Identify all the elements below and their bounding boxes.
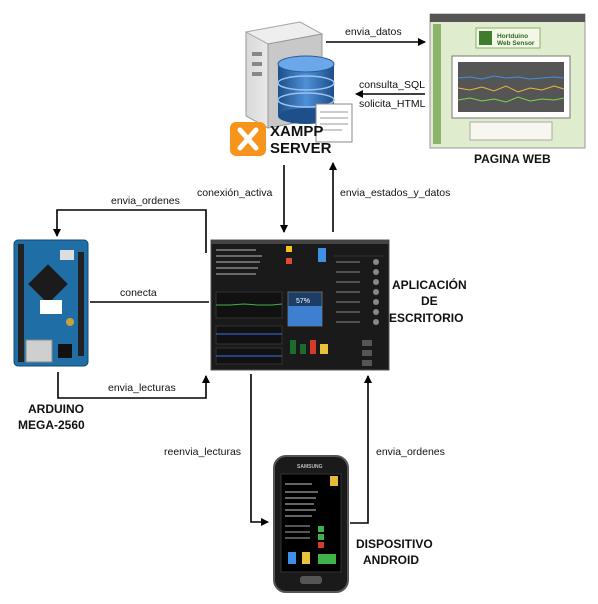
phone-brand: SAMSUNG (297, 464, 323, 470)
xampp-logo-icon (230, 122, 266, 156)
label-solicita-html: solicita_HTML (359, 98, 426, 110)
label-envia-datos: envia_datos (345, 26, 402, 38)
web-page-thumbnail: Hortduino Web Sensor (430, 14, 585, 148)
app-label-2: DE (421, 294, 438, 308)
android-label-2: ANDROID (363, 553, 419, 567)
desktop-percent: 57% (296, 298, 310, 305)
label-envia-ordenes-top: envia_ordenes (111, 195, 180, 207)
label-conexion-activa: conexión_activa (197, 187, 272, 199)
desktop-app-thumbnail: 57% (211, 240, 389, 370)
pagina-web-label: PAGINA WEB (474, 152, 551, 166)
arduino-label-2: MEGA-2560 (18, 418, 85, 432)
arduino-board-icon (14, 240, 88, 366)
arrow-reenvia-lecturas (251, 374, 268, 522)
android-label-1: DISPOSITIVO (356, 537, 433, 551)
label-reenvia-lecturas: reenvia_lecturas (164, 446, 241, 458)
app-label-3: ESCRITORIO (389, 311, 463, 325)
label-envia-ordenes-bottom: envia_ordenes (376, 446, 445, 458)
xampp-label: XAMPP (270, 123, 323, 140)
android-phone-icon: SAMSUNG (274, 456, 348, 592)
web-title-2: Web Sensor (497, 40, 535, 47)
label-conecta: conecta (120, 287, 157, 299)
app-label-1: APLICACIÓN (392, 277, 467, 292)
web-title-1: Hortduino (497, 33, 528, 40)
server-label: SERVER (270, 140, 332, 157)
arduino-label-1: ARDUINO (28, 402, 84, 416)
label-envia-lecturas: envia_lecturas (108, 382, 176, 394)
arrow-envia-ordenes-bottom (350, 376, 368, 523)
label-consulta-sql: consulta_SQL (359, 79, 425, 91)
label-envia-estados: envia_estados_y_datos (340, 187, 450, 199)
